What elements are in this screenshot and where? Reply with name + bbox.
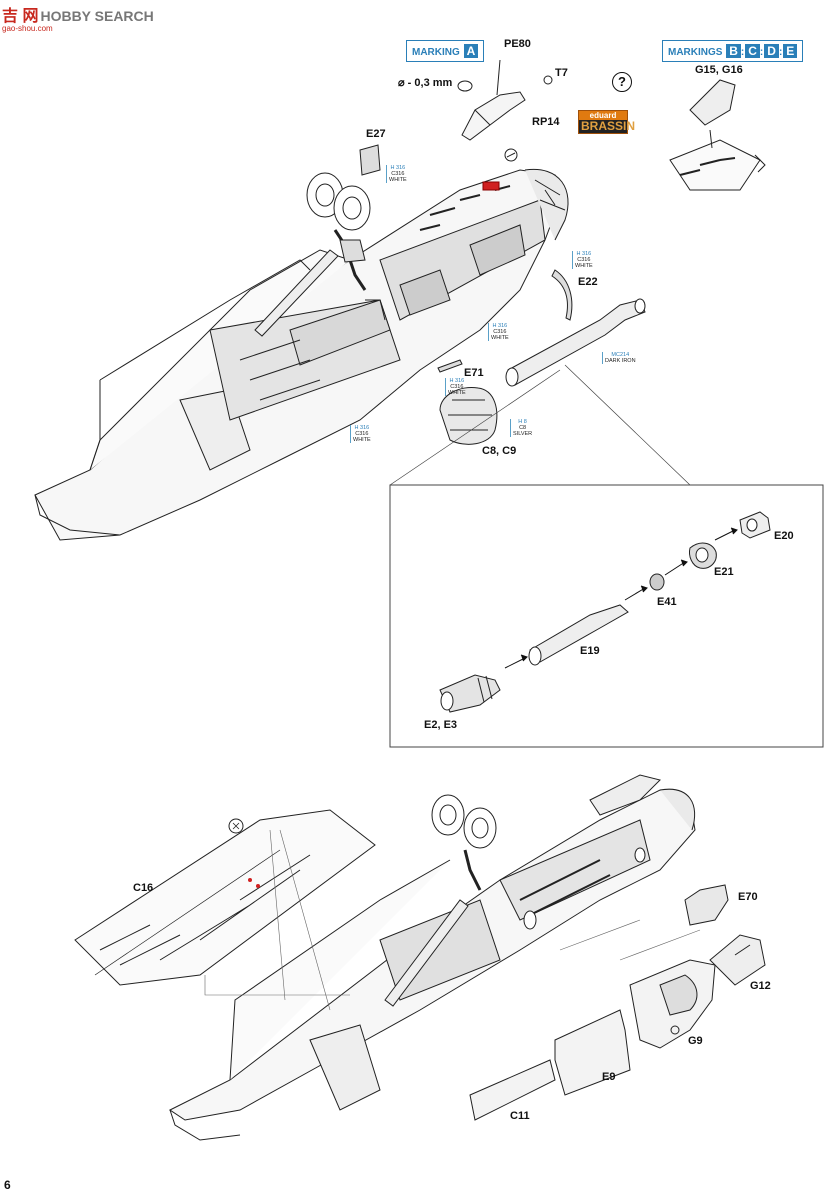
part-label-e20: E20: [774, 530, 794, 542]
part-label-t7: T7: [555, 67, 568, 79]
part-label-c8-c9: C8, C9: [482, 445, 517, 457]
upper-fuselage-drawing: [34, 59, 766, 541]
part-label-g12: G12: [750, 980, 771, 992]
page-number: 6: [4, 1178, 11, 1192]
brassin-brand: eduard: [589, 111, 617, 120]
part-label-e71: E71: [464, 367, 484, 379]
marking-e-tag: E: [783, 44, 798, 58]
part-label-e41: E41: [657, 596, 677, 608]
marking-a-label: MARKING: [412, 47, 460, 58]
part-label-g15-g16: G15, G16: [695, 64, 743, 76]
marking-c-tag: C: [745, 44, 760, 58]
markings-bcde-box: MARKINGS B:C:D:E: [662, 40, 804, 62]
part-label-e22: E22: [578, 276, 598, 288]
watermark-url: gao-shou.com: [2, 24, 53, 33]
part-label-e70: E70: [738, 891, 758, 903]
marking-a-tag: A: [463, 44, 479, 58]
help-symbol: ?: [612, 72, 632, 92]
gun-detail-drawing: [439, 511, 771, 713]
help-symbol-text: ?: [618, 74, 626, 89]
part-label-e2-e3: E2, E3: [424, 719, 458, 731]
part-label-e21: E21: [714, 566, 734, 578]
part-label-c16: C16: [133, 882, 154, 894]
part-label-g9: G9: [688, 1035, 703, 1047]
drill-note: ⌀ - 0,3 mm: [398, 77, 453, 89]
watermark-cn: 吉 网: [2, 8, 39, 25]
part-label-pe80: PE80: [504, 38, 531, 50]
markings-bcde-label: MARKINGS: [668, 47, 723, 58]
lower-fuselage-drawing: [74, 774, 766, 1141]
part-label-c11: C11: [510, 1110, 530, 1122]
brassin-name: BRASSIN: [579, 119, 636, 133]
watermark-en: HOBBY SEARCH: [40, 8, 154, 24]
part-label-e9: E9: [602, 1071, 616, 1083]
brassin-logo: eduard BRASSIN: [578, 110, 636, 134]
marking-d-tag: D: [764, 44, 779, 58]
part-label-e19: E19: [580, 645, 600, 657]
part-label-e27: E27: [366, 128, 386, 140]
marking-b-tag: B: [726, 44, 741, 58]
part-label-rp14: RP14: [532, 116, 560, 128]
marking-a-box: MARKING A: [406, 40, 485, 62]
